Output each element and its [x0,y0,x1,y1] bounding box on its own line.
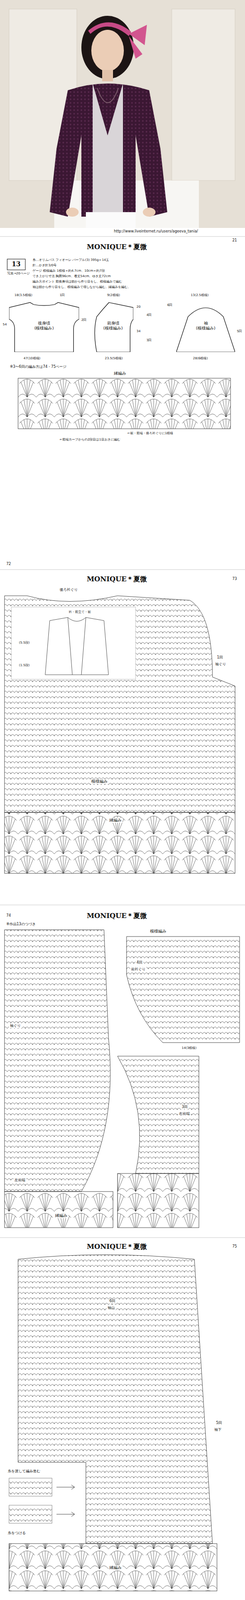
chart-label: 13(2.5模様) [189,293,210,298]
chart-label: 縁編み [108,1567,123,1573]
chart-label: 4回 [145,313,153,318]
chart-label: でき上がり寸法 胸囲96cm、着丈54cm、ゆき丈72cm [31,274,112,279]
chart-label: 18(3.5模様) [13,293,34,298]
chart-label: 20 [135,305,142,310]
chart-label: 袖ぐり [9,1025,22,1030]
chart-label: 右前端 [178,1113,191,1118]
page-header: MONIQUE＊夏微 [85,575,148,585]
piece-text: 前身頃(模様編み) [92,321,134,332]
chart-label: 針…かぎ針3/0号 [31,263,58,268]
schematic-piece: 袖(模様編み) [176,301,236,353]
chart-label: 縁編み [108,819,123,825]
chart-label: (5.5段) [18,641,31,646]
chart-label: 模様編み [149,930,168,936]
chart-label: 34 [135,329,142,334]
chart-label: 47(10模様) [22,357,42,361]
schematic-piece: 後身頃(模様編み) [9,301,80,353]
chart-label: 縁編み [54,1215,69,1221]
chart-label: 6回 [108,1300,117,1306]
piece-text: 袖(模様編み) [176,321,236,332]
chart-label: (1.5段) [18,664,31,669]
chart-label: 72 [5,562,12,568]
chart-label: 衿・前立て・裾 [67,611,92,615]
chart-label: 左前端 [13,1179,27,1185]
stitch-note: (模様編み) [176,326,236,332]
chart-label: 袖山 [106,1307,116,1313]
chart-label: 袖下 [213,1429,223,1435]
chart-label: 74 [5,914,12,920]
chart-label: 袖ぐり [214,663,227,668]
stitch-note: (模様編み) [92,326,134,332]
chart-label: ←裾・前端・後ろ衿ぐりに1模様 [126,432,175,436]
chart-label: 縁編み [113,371,128,377]
piece-name: 前身頃 [92,321,134,327]
chart-label: 糸をつける [6,1533,27,1538]
chart-label: 写真→20ページ [6,272,31,276]
chart-label: 9(2模様) [106,293,121,298]
chart-label: 4回 [135,961,144,967]
page-header: 13 [10,260,22,269]
chart-label: 糸を渡して編み進む [6,1471,42,1476]
chart-label: 糸…オリムパス フィオーレ パープル(3) 395g＝14玉 [31,258,110,263]
chart-label: http://www.liveinternet.ru/users/ageeva_… [113,229,199,235]
piece-name: 袖 [176,321,236,327]
chart-label: 3回 [145,339,153,343]
chart-label: 73 [231,577,238,583]
stitch-note: (模様編み) [9,326,80,332]
chart-label: 6回 [166,303,174,308]
chart-label: 袖は鎖から作り目をし、模様編みで増しながら編む。縁編みを編む。 [31,285,132,290]
chart-label: 1回 [216,656,224,661]
chart-label: 5回 [235,329,243,334]
chart-label: 54 [1,323,8,327]
chart-label: 2回 [80,318,88,323]
chart-label: 前衿ぐり [130,968,147,974]
chart-label: ゲージ 模様編み 1模様＝約4.7cm、10cm＝約7段 [31,269,106,274]
page-header: MONIQUE＊夏微 [85,243,148,252]
chart-label: 1回 [58,293,66,298]
page-header: MONIQUE＊夏微 [85,1244,148,1253]
chart-label: ←前端カーブからの2段目は1目おきに編む [58,438,122,443]
chart-label: 23.5(5模様) [103,357,124,361]
chart-label: 28(6模様) [192,357,209,361]
chart-label: 21 [231,238,238,244]
piece-name: 後身頃 [9,321,80,327]
chart-label: 編み方ポイント 前後身頃は鎖から作り目をし、模様編みで編む [31,280,123,284]
chart-label: 模様編み [90,780,109,786]
chart-label: ※3〜6回の編み方は74・75ページ [9,365,68,370]
chart-label: 75 [231,1246,238,1251]
chart-label: 3回 [180,1106,189,1112]
chart-label: ※作品13のつづき [5,923,37,929]
schematic-piece: 前身頃(模様編み) [92,301,134,353]
chart-label: 後ろ衿ぐり [58,588,79,594]
chart-label: 5回 [215,1422,223,1428]
chart-label: 14(3模様) [180,1047,198,1052]
piece-text: 後身頃(模様編み) [9,321,80,332]
page-header: MONIQUE＊夏微 [85,913,148,922]
